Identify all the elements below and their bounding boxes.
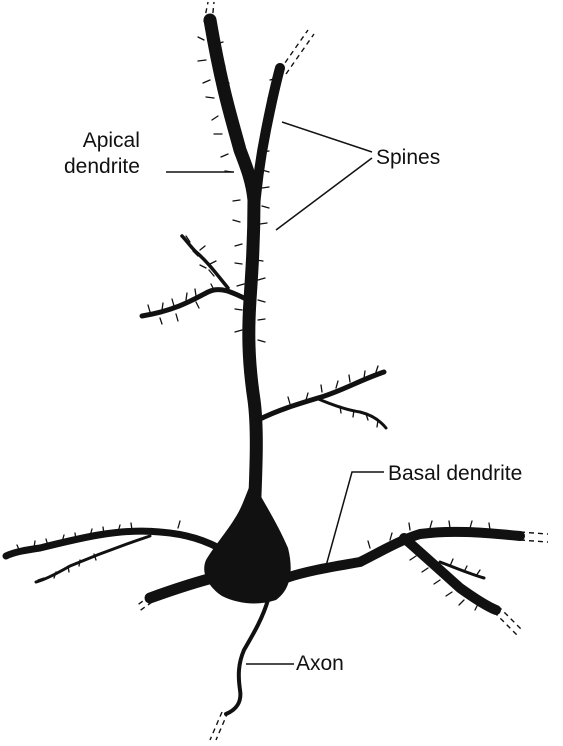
apical-dendrite-label: Apical dendrite: [64, 128, 140, 180]
leader-lines: [166, 121, 384, 665]
basal-leader: [325, 471, 384, 567]
apical-label-line1: Apical: [82, 129, 140, 152]
apical-label-line2: dendrite: [64, 155, 140, 178]
spines-leader-upper: [281, 121, 373, 153]
apical-dendrite: [203, 13, 285, 527]
spines-leader-lower: [275, 157, 373, 231]
soma: [204, 480, 291, 604]
dendritic-spines: [16, 36, 491, 611]
basal-dendrites: [2, 526, 525, 615]
basal-dendrite-label: Basal dendrite: [388, 462, 523, 485]
axon: [224, 598, 270, 716]
oblique-dendrites: [139, 234, 388, 430]
cut-ends: [135, 1, 549, 741]
axon-label: Axon: [296, 652, 344, 675]
spines-label: Spines: [376, 146, 441, 169]
